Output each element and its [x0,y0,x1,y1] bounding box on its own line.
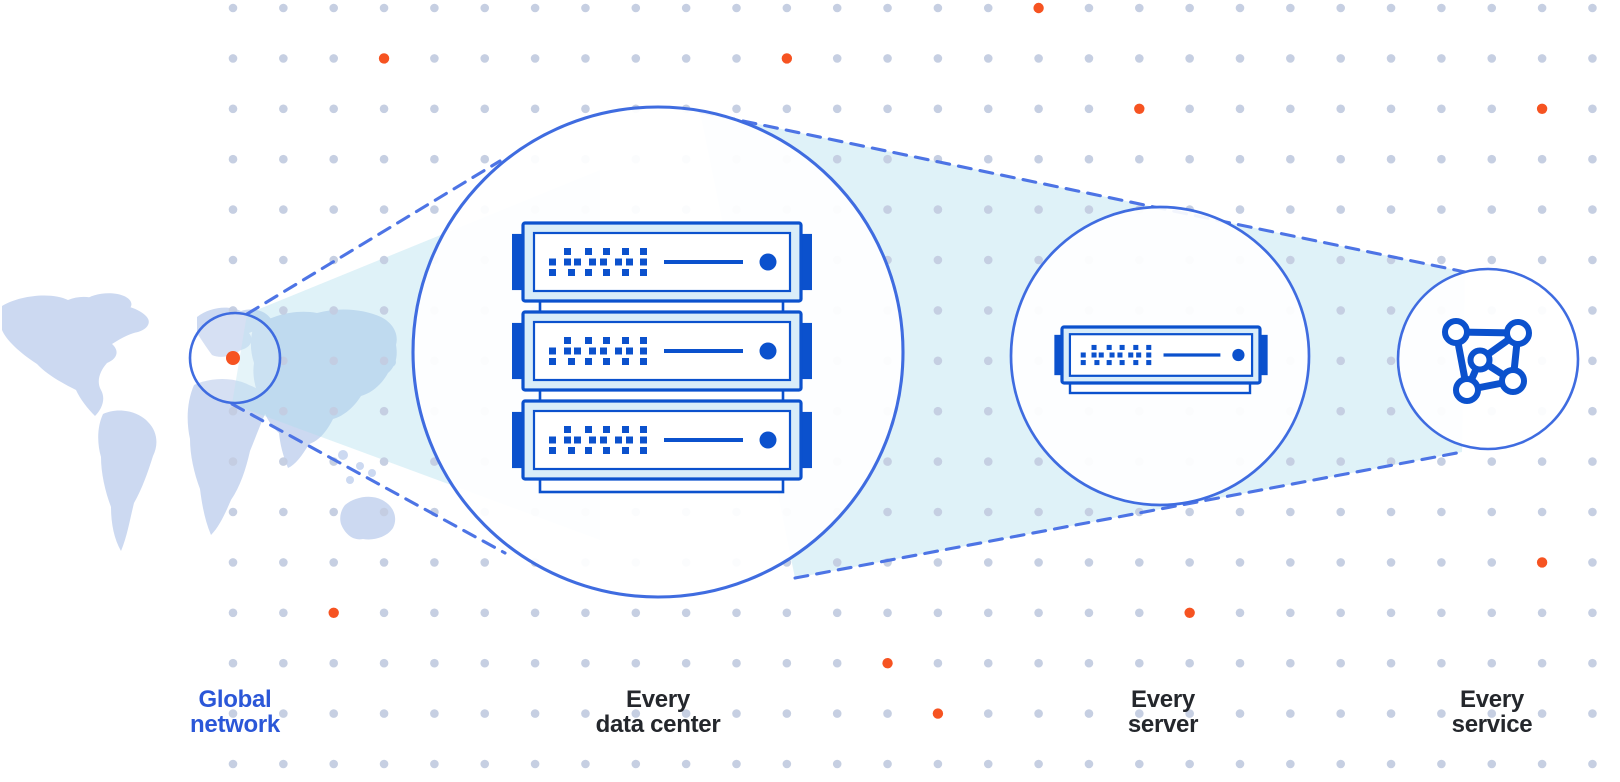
led-matrix [1080,344,1152,366]
led-matrix [549,426,647,454]
server-unit-2 [512,310,812,392]
caption-global-network: Global network [190,686,280,738]
server-unit-1 [512,221,812,303]
mesh-node [1499,367,1527,395]
server-icon [1054,325,1268,395]
server-unit-3 [512,399,812,481]
data-center-circle [411,105,905,599]
globe-highlight-circle [188,311,282,405]
led-matrix [549,248,647,276]
mesh-node [1442,318,1470,346]
status-led [1232,348,1245,362]
service-circle [1396,267,1580,451]
mesh-node [1453,376,1481,404]
zoom-dashed-guides [230,110,1467,580]
server-circle [1009,205,1311,507]
orange-location-dot [226,351,240,365]
led-matrix [549,337,647,365]
server-unit [1054,325,1268,385]
caption-every-server: Every server [1127,686,1199,738]
network-mesh-icon [1442,318,1532,404]
caption-every-service: Every service [1451,686,1533,738]
caption-every-data-center: Every data center [595,686,721,738]
world-map-icon [2,293,397,551]
server-rack-icon [512,221,812,494]
status-led [759,342,777,360]
status-led [759,253,777,271]
mesh-node [1504,319,1532,347]
mesh-node [1467,347,1493,373]
status-led [759,431,777,449]
